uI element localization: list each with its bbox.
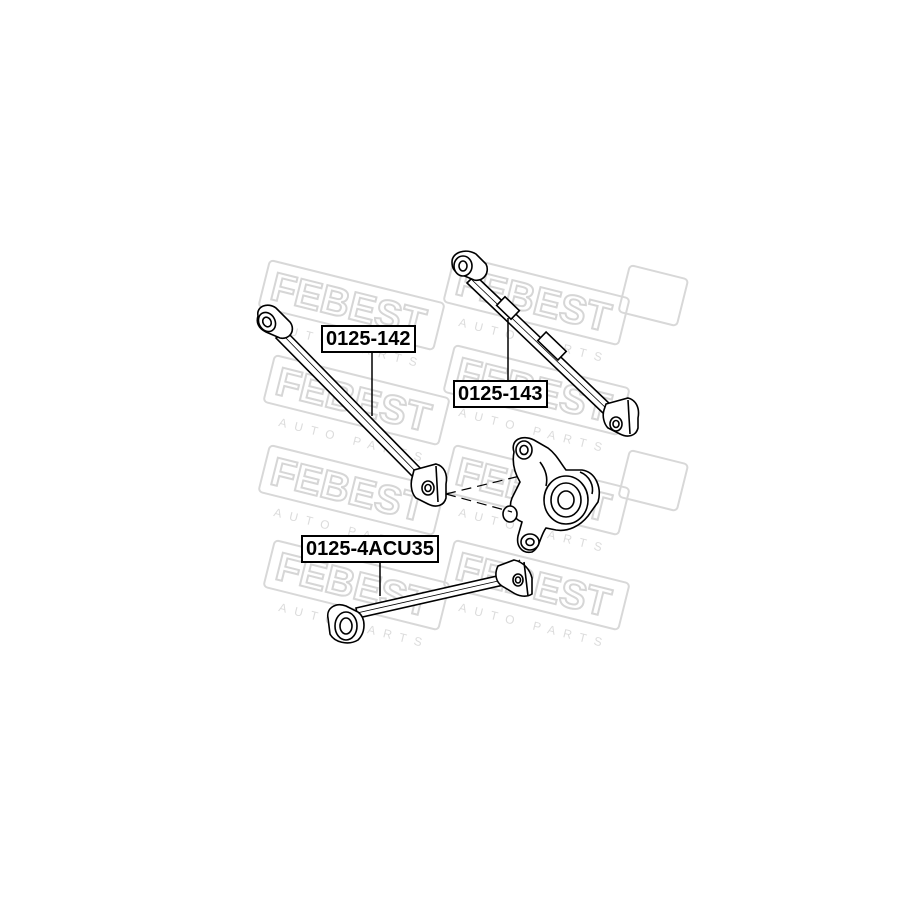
part-label-0125-142: 0125-142 xyxy=(321,325,416,353)
arm-0125-143 xyxy=(451,250,640,437)
arm-0125-142 xyxy=(256,304,448,507)
bracket-end xyxy=(602,397,640,437)
arm-0125-4ACU35 xyxy=(326,559,533,644)
bracket-end xyxy=(495,559,533,597)
bushing-end xyxy=(256,304,294,340)
febest-logo-partial xyxy=(618,449,689,512)
bracket-end xyxy=(410,463,448,507)
febest-logo-partial xyxy=(618,264,689,327)
febest-logo: FEBEST AUTO PARTS xyxy=(443,539,630,651)
steering-knuckle xyxy=(502,436,600,554)
bushing-end xyxy=(451,250,489,282)
leader-lines xyxy=(371,318,509,596)
part-label-0125-4ACU35: 0125-4ACU35 xyxy=(301,535,439,563)
bushing-end xyxy=(326,603,365,644)
part-label-0125-143: 0125-143 xyxy=(453,380,548,408)
